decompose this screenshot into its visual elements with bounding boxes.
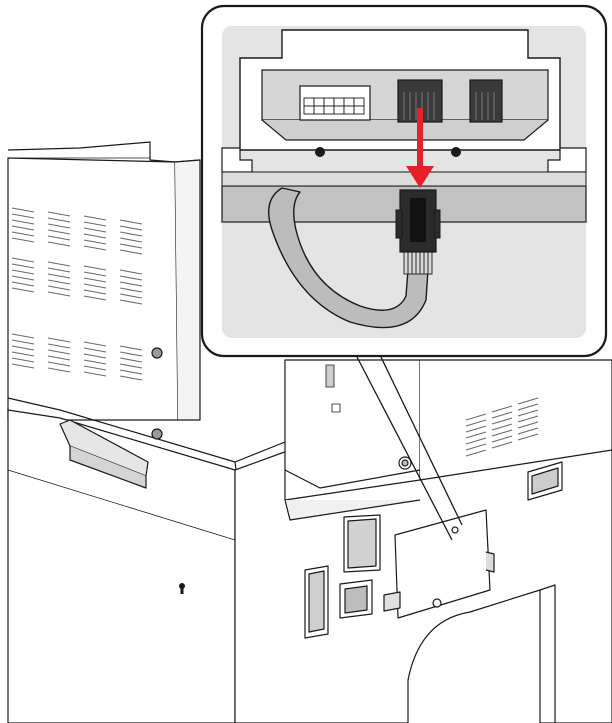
mount-hole-right bbox=[451, 147, 461, 157]
panel-screws bbox=[151, 347, 163, 440]
mount-hole-left bbox=[315, 147, 325, 157]
arrow-down-icon bbox=[406, 108, 434, 188]
vent-grille-upper-left bbox=[11, 207, 143, 305]
zoom-callout bbox=[200, 4, 608, 358]
callout-pointer bbox=[355, 354, 463, 541]
cable bbox=[268, 187, 429, 329]
cable-cover-plate bbox=[394, 509, 491, 619]
drawer-handle bbox=[59, 419, 149, 477]
secondary-port-icon bbox=[469, 79, 503, 123]
rear-upper-module bbox=[284, 359, 421, 501]
keyhole-icon bbox=[179, 583, 185, 594]
cable-connector-icon bbox=[395, 189, 441, 253]
printer-body bbox=[7, 141, 612, 723]
cable-ferrule bbox=[403, 249, 433, 275]
bottom-right-cover bbox=[407, 589, 541, 723]
left-side-panel bbox=[7, 157, 179, 421]
port-icon bbox=[299, 85, 371, 121]
vent-grille-right bbox=[465, 397, 539, 457]
